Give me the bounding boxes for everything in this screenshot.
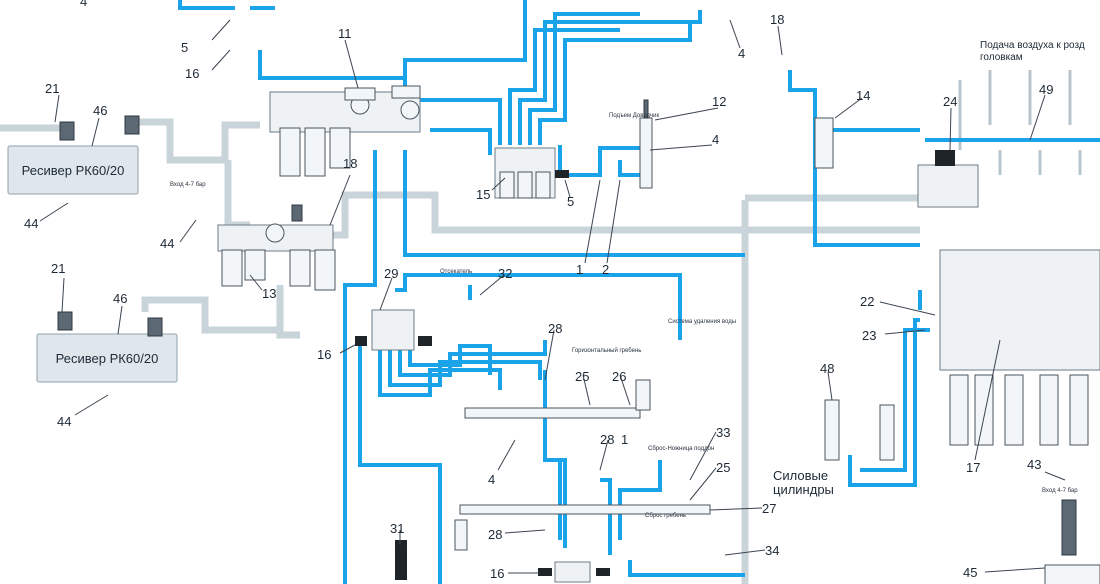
callout-43: 43 (1027, 457, 1041, 472)
callout-45: 45 (963, 565, 977, 580)
valve-block-15 (494, 147, 569, 199)
callout-44-top: 44 (24, 216, 38, 231)
power-cylinders-label-1: Силовые (773, 468, 828, 483)
callout-5-mid: 5 (567, 194, 574, 209)
callout-14: 14 (856, 88, 870, 103)
shutter-text: Сброс-Ножница поддон (648, 446, 714, 452)
air-supply-text: Подача воздуха к розд (980, 40, 1085, 51)
callout-numbers: 4 5 16 11 21 46 44 18 44 13 21 46 44 15 … (24, 0, 1053, 581)
filter-14 (814, 117, 834, 169)
inlet-text-left: Вход 4-7 бар (170, 182, 206, 188)
water-removal-text: Система удаления воды (668, 319, 736, 325)
receiver-top: Ресивер РК60/20 (7, 115, 140, 195)
valve-block-16-bottom (538, 561, 610, 583)
callout-25-a: 25 (575, 369, 589, 384)
annotation-texts: Подача воздуха к розд головкам Силовые ц… (170, 40, 1085, 519)
cutter-text: Отсекатель (440, 269, 472, 275)
callout-4-mid: 4 (488, 472, 495, 487)
blue-lines (178, 0, 1100, 584)
callout-21-bottom: 21 (51, 261, 65, 276)
callout-5-top: 5 (181, 40, 188, 55)
callout-29: 29 (384, 266, 398, 281)
callout-12: 12 (712, 94, 726, 109)
callout-16-mid: 16 (317, 347, 331, 362)
callout-27: 27 (762, 501, 776, 516)
cylinder-12 (639, 99, 653, 189)
callout-46-bottom: 46 (113, 291, 127, 306)
callout-26: 26 (612, 369, 626, 384)
callout-4-top: 4 (80, 0, 87, 9)
callout-49: 49 (1039, 82, 1053, 97)
callout-4-right: 4 (712, 132, 719, 147)
power-cylinders-48 (824, 399, 895, 461)
callout-11: 11 (338, 26, 352, 41)
callout-44-bottom: 44 (57, 414, 71, 429)
callout-28-b: 28 (600, 432, 614, 447)
callout-21-top: 21 (45, 81, 59, 96)
callout-48: 48 (820, 361, 834, 376)
callout-1-b: 1 (621, 432, 628, 447)
filter-bank-bottom (217, 204, 336, 291)
horizontal-comb-text: Горизонтальный гребень (572, 347, 641, 354)
callout-15: 15 (476, 187, 490, 202)
callout-23: 23 (862, 328, 876, 343)
callout-24: 24 (943, 94, 957, 109)
callout-33: 33 (716, 425, 730, 440)
callout-28-a: 28 (548, 321, 562, 336)
callout-22: 22 (860, 294, 874, 309)
callout-18-right: 18 (770, 12, 784, 27)
callout-44-mid: 44 (160, 236, 174, 251)
trim-text: Сброс гребень (645, 513, 686, 519)
power-cylinders-label-2: цилиндры (773, 482, 834, 497)
callout-18-mid: 18 (343, 156, 357, 171)
callout-2: 2 (602, 262, 609, 277)
valve-45 (1044, 499, 1100, 584)
callout-1: 1 (576, 262, 583, 277)
callout-25-b: 25 (716, 460, 730, 475)
callout-16-top: 16 (185, 66, 199, 81)
receiver-top-label: Ресивер РК60/20 (22, 163, 125, 178)
valve-block-29 (355, 309, 432, 351)
filter-bank-top (269, 85, 421, 177)
valve-31 (395, 540, 407, 580)
callout-34: 34 (765, 543, 779, 558)
callout-31: 31 (390, 521, 404, 536)
lift-closer-text: Подъем Доводчик (609, 113, 660, 119)
leader-lines (39, 19, 1066, 574)
air-supply-text-2: головкам (980, 52, 1023, 63)
inlet-text-right: Вход 4-7 бар (1042, 488, 1078, 494)
callout-16-bottom: 16 (490, 566, 504, 581)
callout-13: 13 (262, 286, 276, 301)
callout-32: 32 (498, 266, 512, 281)
receiver-bottom-label: Ресивер РК60/20 (56, 351, 159, 366)
callout-28-c: 28 (488, 527, 502, 542)
cylinder-25a (464, 379, 651, 419)
callout-4-upright: 4 (738, 46, 745, 61)
manifold-17 (917, 150, 1100, 446)
callout-46-top: 46 (93, 103, 107, 118)
receiver-bottom: Ресивер РК60/20 (36, 311, 178, 383)
callout-17: 17 (966, 460, 980, 475)
